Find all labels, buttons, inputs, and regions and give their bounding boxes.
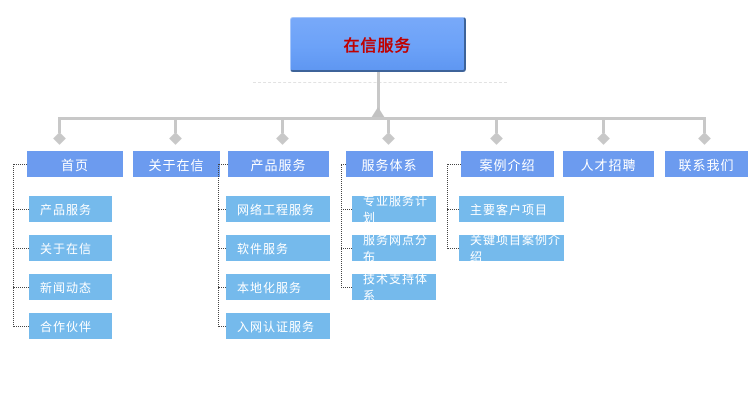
diamond-connector-icon-7 [698,132,711,145]
dotted-stub-home-4 [13,326,29,327]
subnode-label: 服务网点分布 [363,233,429,264]
drop-line-4 [387,120,390,133]
diamond-connector-icon-5 [490,132,503,145]
subnode-about-us[interactable]: 关于在信 [29,235,112,261]
subnode-label: 合作伙伴 [40,319,93,334]
subnode-label: 本地化服务 [237,280,303,295]
node-products[interactable]: 产品服务 [228,151,329,177]
root-node-label: 在信服务 [343,38,412,55]
dotted-stub-home-2 [13,248,29,249]
dotted-stub-products-1 [218,209,226,210]
root-node[interactable]: 在信服务 [290,17,466,72]
subnode-network-cert[interactable]: 入网认证服务 [226,313,330,339]
drop-line-6 [602,120,605,133]
subnode-partners[interactable]: 合作伙伴 [29,313,112,339]
subnode-news[interactable]: 新闻动态 [29,274,112,300]
drop-line-7 [703,120,706,133]
node-cases[interactable]: 案例介绍 [461,151,554,177]
node-about-label: 关于在信 [148,157,205,173]
node-products-label: 产品服务 [250,157,307,173]
diamond-connector-icon-1 [53,132,66,145]
diamond-connector-icon-6 [597,132,610,145]
dotted-stub-services-3 [341,287,352,288]
drop-line-3 [281,120,284,133]
subnode-label: 产品服务 [40,202,93,217]
subnode-label: 技术支持体系 [363,272,429,303]
drop-line-1 [58,120,61,133]
node-jobs[interactable]: 人才招聘 [563,151,654,177]
dotted-stub-home-1 [13,209,29,210]
subnode-network-engineering[interactable]: 网络工程服务 [226,196,330,222]
node-cases-label: 案例介绍 [479,157,536,173]
drop-line-5 [495,120,498,133]
node-contact-label: 联系我们 [678,157,735,173]
subnode-label: 软件服务 [237,241,290,256]
diamond-connector-icon-3 [276,132,289,145]
dotted-stub-services-parent [341,164,346,165]
subnode-tech-support[interactable]: 技术支持体系 [352,272,436,303]
subnode-key-cases[interactable]: 关键项目案例介绍 [459,233,564,264]
subnode-service-network[interactable]: 服务网点分布 [352,233,436,264]
dotted-stub-home-3 [13,287,29,288]
node-contact[interactable]: 联系我们 [665,151,748,177]
diamond-connector-icon-4 [382,132,395,145]
subnode-label: 专业服务计划 [363,194,429,225]
dotted-stub-products-3 [218,287,226,288]
subnode-product-services[interactable]: 产品服务 [29,196,112,222]
dotted-branch-line-cases [447,164,448,249]
dotted-branch-line-services [341,164,342,288]
dotted-stub-products-4 [218,326,226,327]
dotted-stub-cases-1 [447,209,459,210]
node-services[interactable]: 服务体系 [346,151,433,177]
node-services-label: 服务体系 [361,157,418,173]
drop-line-2 [174,120,177,133]
dotted-stub-services-1 [341,209,352,210]
diamond-connector-icon-2 [169,132,182,145]
node-jobs-label: 人才招聘 [580,157,637,173]
dotted-stub-products-parent [218,164,228,165]
dotted-stub-home-parent [13,164,27,165]
dotted-stub-cases-2 [447,248,459,249]
subnode-label: 主要客户项目 [470,202,549,217]
node-home[interactable]: 首页 [27,151,123,177]
subnode-label: 入网认证服务 [237,319,316,334]
dotted-stub-services-2 [341,248,352,249]
subnode-label: 关键项目案例介绍 [470,233,562,264]
subnode-label: 新闻动态 [40,280,93,295]
dotted-branch-line-products [218,164,219,327]
guide-dashed-line [253,82,507,83]
subnode-key-clients[interactable]: 主要客户项目 [459,196,564,222]
subnode-service-plan[interactable]: 专业服务计划 [352,194,436,225]
dotted-stub-products-2 [218,248,226,249]
node-home-label: 首页 [60,157,89,173]
junction-arrow-icon [371,107,385,118]
node-about[interactable]: 关于在信 [133,151,220,177]
subnode-localization[interactable]: 本地化服务 [226,274,330,300]
dotted-stub-cases-parent [447,164,461,165]
trunk-line [377,72,380,118]
subnode-label: 网络工程服务 [237,202,316,217]
subnode-label: 关于在信 [40,241,93,256]
subnode-software[interactable]: 软件服务 [226,235,330,261]
dotted-branch-line-home [13,164,14,327]
top-rail-line [58,117,706,120]
